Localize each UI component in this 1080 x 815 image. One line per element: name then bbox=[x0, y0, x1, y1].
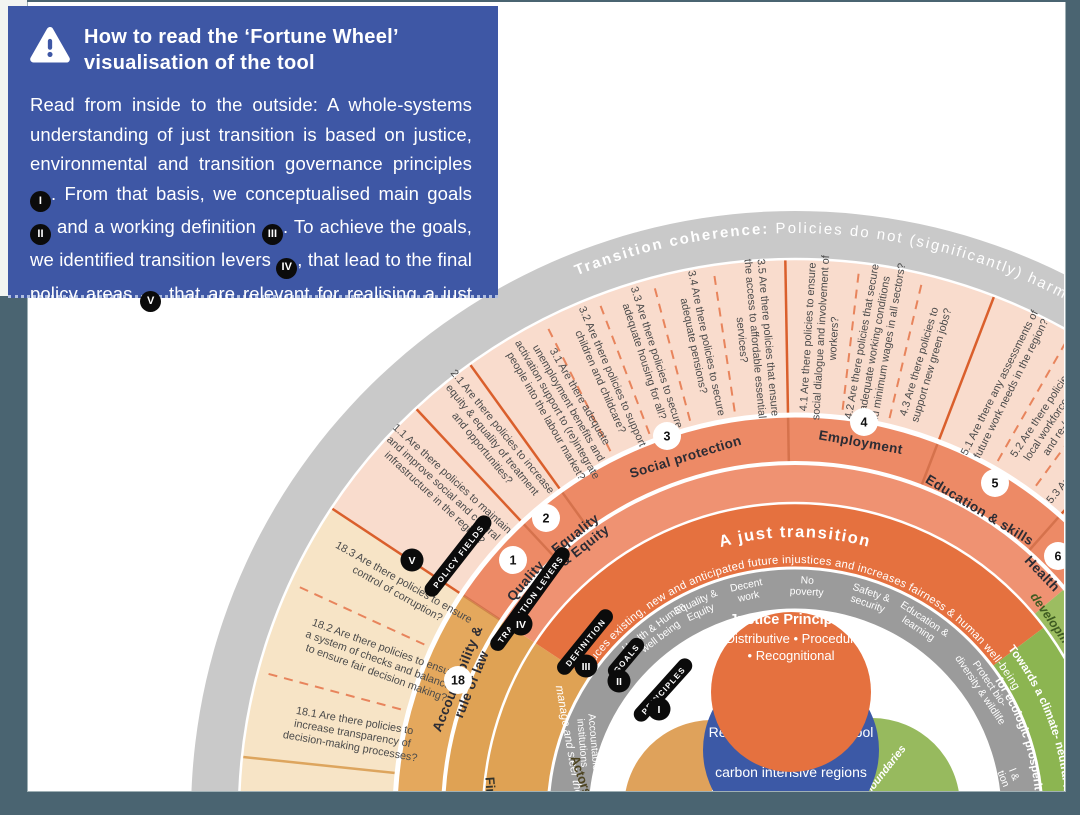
sector-number: 3 bbox=[664, 430, 671, 444]
sector-divider bbox=[1063, 587, 1064, 588]
sector-number: 4 bbox=[861, 416, 868, 430]
question-divider-dashed bbox=[296, 585, 425, 646]
level-roman-badge-I bbox=[647, 697, 671, 721]
question-divider-dashed bbox=[713, 272, 736, 412]
question-divider-dashed bbox=[841, 270, 860, 410]
level-roman-numeral: I bbox=[658, 704, 661, 716]
sector-number-badge-6 bbox=[1044, 542, 1064, 570]
sector-number-badge-3 bbox=[653, 422, 681, 450]
level-roman-numeral: IV bbox=[516, 619, 526, 631]
inline-level-badge-I: I bbox=[30, 191, 51, 213]
ring-boundary bbox=[238, 257, 1064, 791]
sector-divider bbox=[919, 441, 940, 487]
goal-label: Nopoverty bbox=[790, 575, 826, 599]
sector-divider bbox=[460, 593, 503, 622]
sector-divider bbox=[1060, 509, 1064, 515]
sector-number: 2 bbox=[543, 512, 550, 526]
question-divider-dashed bbox=[265, 672, 402, 711]
inline-level-badge-II: II bbox=[30, 224, 51, 246]
sector-divider bbox=[414, 407, 522, 522]
question-divider-dashed bbox=[598, 302, 651, 435]
justice-principles-text: Justice Principles bbox=[729, 612, 852, 628]
info-box-body: Read from inside to the outside: A whole… bbox=[30, 94, 472, 337]
warning-icon bbox=[30, 27, 70, 63]
inline-level-badge-III: III bbox=[261, 224, 283, 246]
sector-number: 18 bbox=[451, 674, 465, 688]
sector-number-badge-2 bbox=[532, 504, 560, 532]
inline-level-badge-IV: IV bbox=[276, 257, 298, 279]
level-roman-numeral: V bbox=[408, 555, 415, 567]
level-roman-badge-III bbox=[574, 654, 598, 678]
definition-governance bbox=[483, 642, 590, 791]
wheel-group: Transition coherence: Policies do not (s… bbox=[191, 210, 1080, 815]
levers-governance bbox=[443, 620, 535, 791]
question-divider-dashed bbox=[653, 285, 692, 421]
question-divider-dashed bbox=[996, 343, 1064, 462]
level-roman-badge-V bbox=[400, 548, 424, 572]
policy-environment bbox=[1065, 558, 1080, 815]
sector-divider bbox=[1027, 514, 1061, 553]
goal-label: Decentwork bbox=[729, 577, 766, 606]
level-roman-numeral: II bbox=[616, 676, 622, 688]
question-divider-dashed bbox=[546, 325, 612, 452]
sector-number-badge-5 bbox=[981, 469, 1009, 497]
policy-justice bbox=[461, 415, 1064, 621]
question-divider-dashed bbox=[1035, 445, 1064, 487]
definition-environment bbox=[992, 627, 1064, 791]
sector-number-badge-4 bbox=[850, 408, 878, 436]
coherence-ring bbox=[191, 210, 1064, 791]
ring-boundary bbox=[441, 461, 1064, 791]
sector-divider bbox=[241, 755, 396, 775]
sector-divider bbox=[937, 295, 996, 441]
inline-level-badge-V: V bbox=[140, 290, 162, 312]
sector-divider bbox=[784, 259, 790, 414]
info-box-header: How to read the ‘Fortune Wheel’ visualis… bbox=[30, 24, 472, 76]
definition-justice bbox=[534, 503, 1045, 679]
level-roman-numeral: III bbox=[582, 661, 591, 673]
sector-number: 5 bbox=[992, 477, 999, 491]
level-roman-badge-IV bbox=[509, 612, 533, 636]
policy-governance bbox=[395, 594, 502, 791]
goals-ring bbox=[549, 568, 1041, 791]
sector-number-badge-18 bbox=[444, 666, 472, 694]
justice-principles-circle bbox=[711, 612, 871, 772]
ring-boundary bbox=[589, 608, 1001, 791]
sector-divider bbox=[521, 521, 556, 559]
justice-principles-text: • Recognitional bbox=[748, 648, 835, 663]
sector-divider bbox=[468, 363, 561, 490]
sector-divider bbox=[786, 415, 791, 464]
ring-boundary bbox=[482, 501, 1064, 791]
ring-boundary bbox=[547, 566, 1043, 791]
sector-divider bbox=[560, 489, 591, 531]
ring-boundary bbox=[393, 412, 1064, 791]
level-roman-badge-II bbox=[607, 669, 631, 693]
levers-justice bbox=[501, 463, 1064, 643]
policy-field-17-fragment: Fin bbox=[482, 776, 498, 797]
levers-environment bbox=[1034, 589, 1064, 658]
question-divider-dashed bbox=[888, 281, 923, 419]
info-box: How to read the ‘Fortune Wheel’ visualis… bbox=[8, 6, 498, 337]
sector-number: 1 bbox=[510, 554, 517, 568]
info-box-title: How to read the ‘Fortune Wheel’ visualis… bbox=[84, 26, 399, 74]
sector-number-badge-1 bbox=[499, 546, 527, 574]
goal-label: Accountableinstitutions bbox=[574, 713, 601, 772]
justice-principles-text: • Distributive • Procedural bbox=[717, 631, 864, 646]
sector-number: 6 bbox=[1055, 550, 1062, 564]
